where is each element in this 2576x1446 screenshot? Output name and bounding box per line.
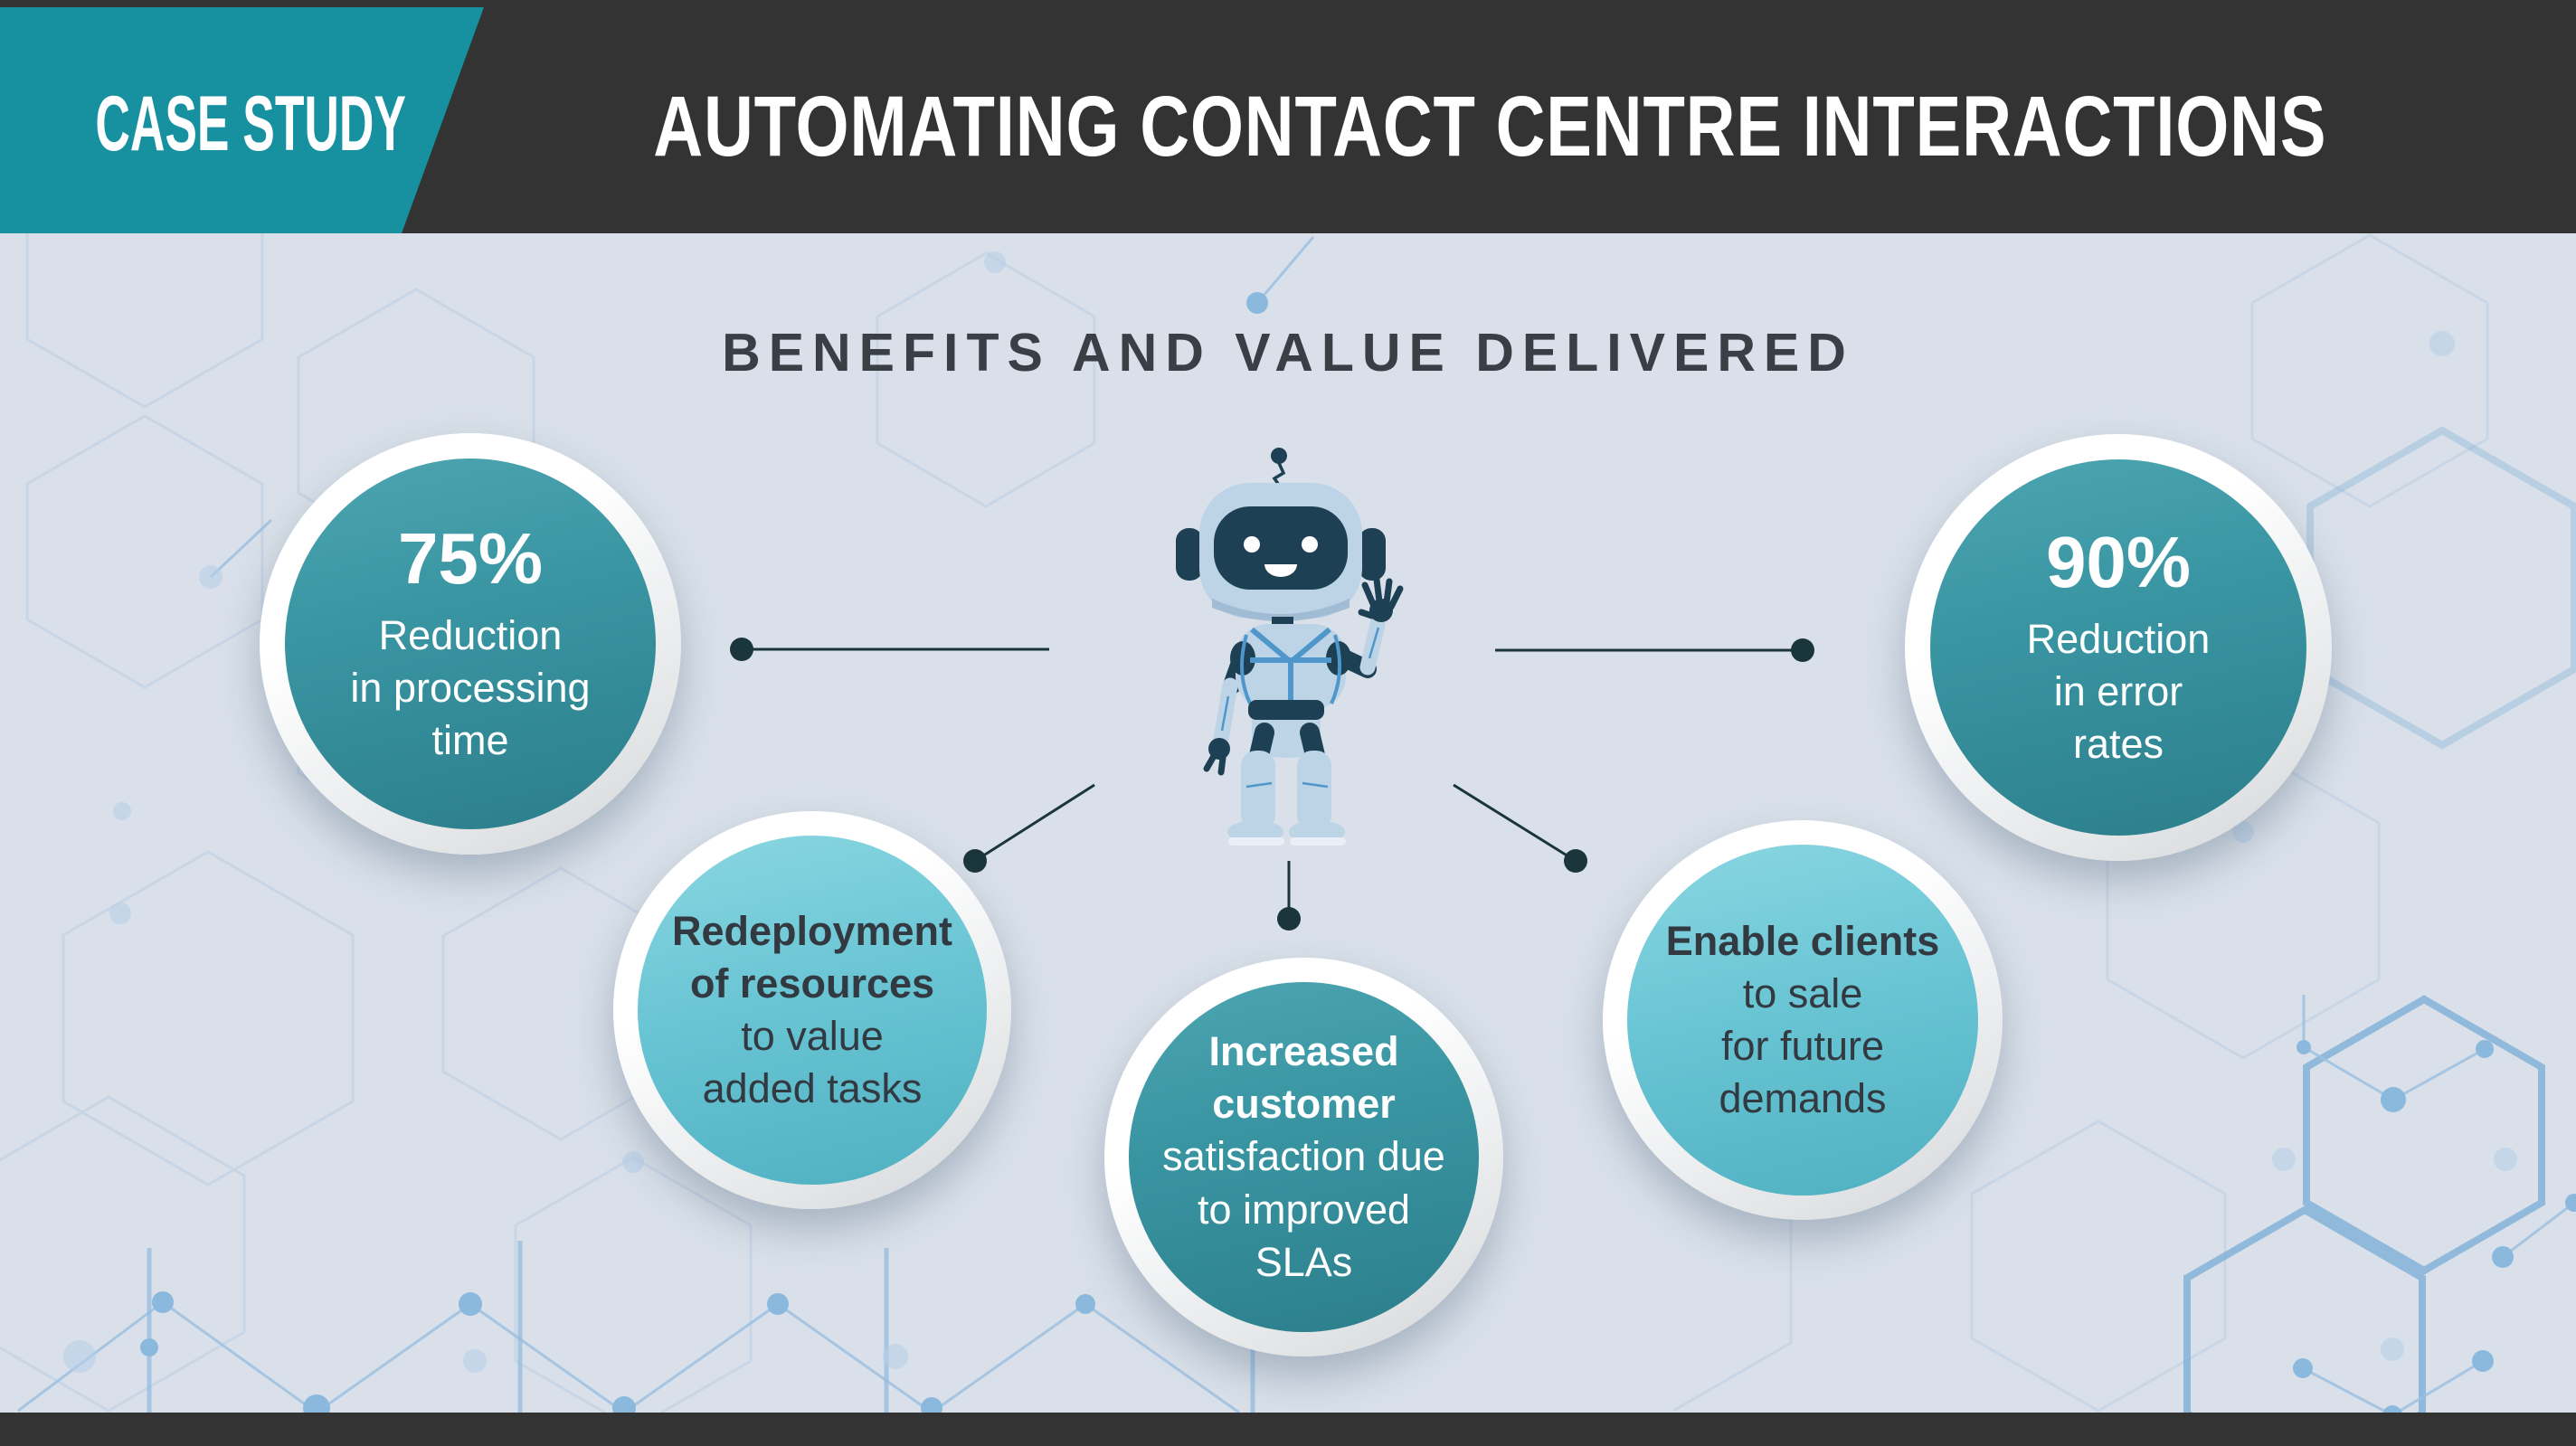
page-title-text: AUTOMATING CONTACT CENTRE INTERACTIONS	[652, 79, 2327, 175]
benefit-line: Reduction	[2026, 615, 2211, 662]
robot-ear-right	[1359, 528, 1386, 581]
benefit-circle-processing-time: 75% Reduction in processing time	[260, 433, 681, 855]
benefit-line: Enable clients	[1665, 917, 1940, 964]
robot-arm-right	[1328, 576, 1404, 678]
benefit-line: Reduction	[378, 611, 563, 658]
robot-eye-left	[1244, 536, 1260, 553]
benefit-line: to value	[741, 1013, 884, 1059]
benefit-circle-customer-satisfaction: Increased customer satisfaction due to i…	[1104, 958, 1503, 1356]
benefit-line: in processing	[350, 664, 591, 711]
benefit-stat: 75%	[397, 517, 544, 599]
benefit-circle-error-rates: 90% Reduction in error rates	[1905, 434, 2332, 861]
robot-harness	[1240, 627, 1341, 704]
benefit-line: to improved	[1197, 1186, 1411, 1233]
benefit-line: to sale	[1742, 969, 1863, 1016]
robot-smile	[1264, 564, 1297, 577]
benefit-line: rates	[2072, 721, 2164, 768]
benefit-line: time	[431, 717, 509, 764]
benefit-line: customer	[1212, 1081, 1396, 1128]
page-title: AUTOMATING CONTACT CENTRE INTERACTIONS	[403, 78, 2576, 176]
vertical-lines	[147, 1241, 1255, 1413]
case-study-badge-label: CASE STUDY	[95, 80, 406, 167]
section-heading: BENEFITS AND VALUE DELIVERED	[722, 323, 1854, 383]
benefit-circle-enable-clients: Enable clients to sale for future demand…	[1603, 820, 2003, 1220]
benefit-line: for future	[1720, 1023, 1885, 1069]
header-teal-parallelogram	[0, 7, 484, 233]
network-dots	[140, 292, 2576, 1425]
robot-illustration	[1176, 448, 1404, 846]
footer-band	[0, 1413, 2576, 1446]
benefit-line: demands	[1719, 1075, 1887, 1122]
robot-face	[1214, 506, 1348, 590]
robot-chin-shade	[1212, 599, 1350, 621]
benefit-line: of resources	[689, 959, 935, 1007]
faint-dots	[63, 251, 2517, 1373]
robot-eye-right	[1302, 536, 1318, 553]
robot-belt	[1248, 700, 1324, 720]
benefit-line: in error	[2053, 667, 2183, 714]
benefit-line: SLAs	[1255, 1238, 1353, 1285]
robot-legs	[1227, 723, 1346, 846]
robot-ear-left	[1176, 528, 1203, 581]
benefit-line: added tasks	[702, 1065, 923, 1112]
case-study-badge: CASE STUDY	[0, 80, 452, 169]
benefit-line: Increased	[1208, 1028, 1399, 1075]
benefit-line: satisfaction due	[1162, 1133, 1445, 1180]
benefit-line: Redeployment	[671, 907, 953, 954]
benefit-circle-redeployment: Redeployment of resources to value added…	[613, 811, 1011, 1209]
benefit-stat: 90%	[2045, 521, 2192, 602]
